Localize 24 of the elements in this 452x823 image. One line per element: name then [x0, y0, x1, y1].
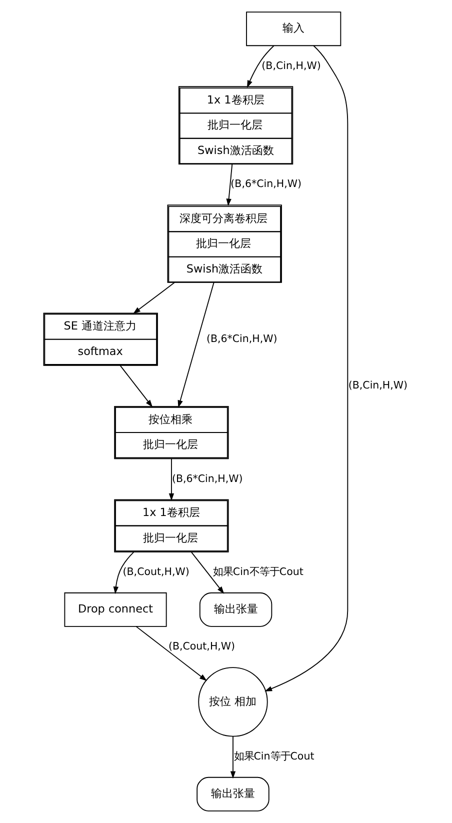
edge-label: (B,6*Cin,H,W) [172, 472, 243, 485]
arrow [230, 736, 236, 779]
edge-label: (B,Cin,H,W) [348, 380, 408, 392]
arrow [168, 458, 174, 501]
arrow [226, 164, 233, 206]
node-box: 输入 [246, 12, 342, 46]
node-box: 输出张量 [199, 592, 272, 627]
edge-label: 如果Cin不等于Cout [212, 566, 304, 578]
arrow [264, 45, 348, 692]
arrow [247, 45, 274, 88]
arrow [136, 626, 207, 681]
arrow [120, 364, 153, 408]
node-box: Drop connect [64, 592, 167, 627]
edge-label: (B,Cin,H,W) [262, 60, 321, 72]
edge-label: (B,Cout,H,W) [168, 640, 236, 653]
edge-label: (B,6*Cin,H,W) [230, 178, 302, 190]
edge-label: (B,Cout,H,W) [122, 566, 190, 578]
arrow [113, 552, 134, 594]
edge-label: 如果Cin等于Cout [234, 750, 314, 762]
node-box: 输出张量 [196, 776, 270, 812]
edge-label: (B,6*Cin,H,W) [206, 332, 278, 345]
arrow [191, 552, 224, 594]
arrow [178, 282, 214, 408]
arrow [133, 282, 175, 314]
